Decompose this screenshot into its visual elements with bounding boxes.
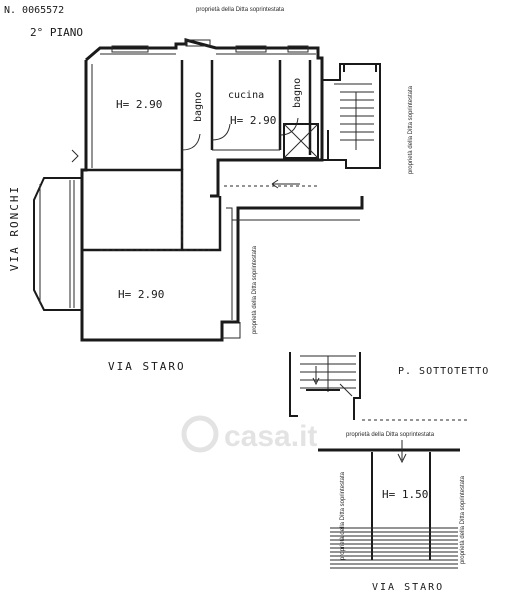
staircase-lower — [289, 352, 361, 420]
street-south-label: VIA STARO — [108, 360, 186, 373]
property-note-attic-left: proprietà della Ditta soprintestata — [340, 471, 346, 560]
watermark: casa.it — [181, 415, 317, 453]
kitchen-label: cucina — [228, 90, 264, 101]
staircase-upper — [283, 63, 381, 169]
bay-window — [33, 149, 82, 311]
property-note-mid: proprietà della Ditta soprintestata — [252, 245, 258, 334]
kitchen-height: H= 2.90 — [230, 114, 276, 127]
property-note-top: proprietà della Ditta soprintestata — [196, 7, 285, 13]
reference-number: N. 0065572 — [4, 5, 64, 16]
property-note-attic-right: proprietà della Ditta soprintestata — [460, 475, 466, 564]
room-1-height: H= 2.90 — [116, 98, 162, 111]
property-note-attic-top: proprietà della Ditta soprintestata — [346, 432, 435, 438]
street-south-attic-label: VIA STARO — [372, 582, 444, 593]
room-2-height: H= 2.90 — [118, 288, 164, 301]
apartment-walls — [80, 38, 364, 342]
property-note-right: proprietà della Ditta soprintestata — [408, 85, 414, 174]
watermark-text: casa.it — [224, 420, 317, 453]
bathroom-1-label: bagno — [193, 92, 204, 122]
attic-label: P. SOTTOTETTO — [398, 366, 489, 377]
attic-height: H= 1.50 — [382, 488, 428, 501]
attic-room: proprietà della Ditta soprintestata — [318, 432, 460, 569]
floor-label: 2° PIANO — [30, 26, 83, 39]
bathroom-2-label: bagno — [292, 78, 303, 108]
street-west-label: VIA RONCHI — [8, 185, 21, 271]
